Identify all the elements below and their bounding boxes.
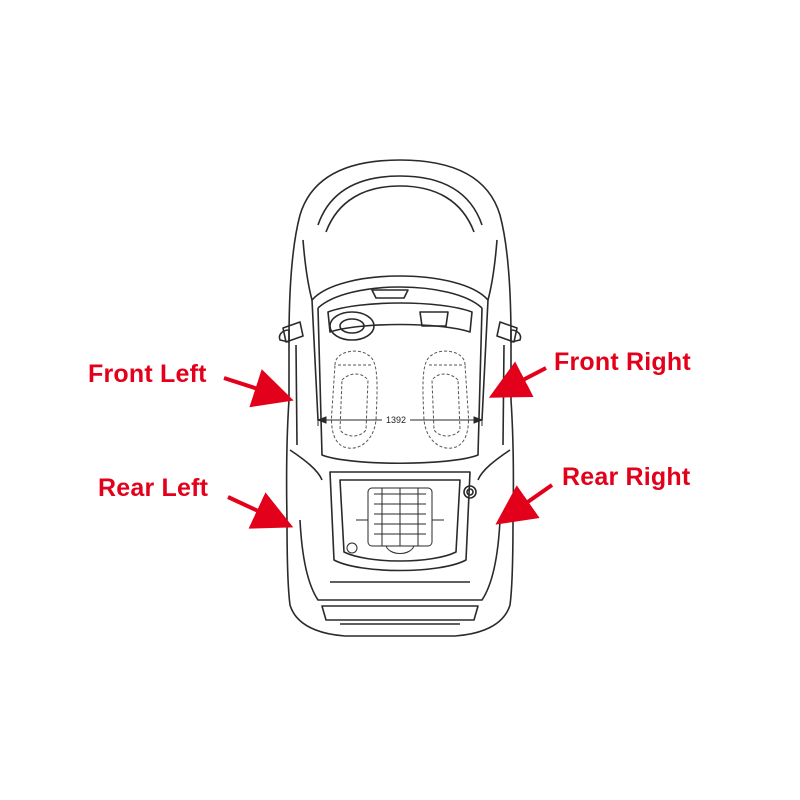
seats — [331, 350, 469, 449]
car-body — [278, 159, 522, 637]
arrow-front-left — [223, 369, 294, 408]
label-rear-left: Rear Left — [98, 474, 209, 502]
arrow-front-right — [488, 361, 547, 398]
engine — [346, 487, 444, 554]
arrows — [223, 361, 554, 529]
seat-left — [331, 350, 378, 449]
track-width-label: 1392 — [386, 415, 406, 425]
arrow-rear-right — [495, 483, 554, 525]
label-front-left: Front Left — [88, 360, 207, 388]
arrow-rear-left — [227, 492, 294, 529]
seat-right — [422, 350, 469, 449]
label-front-right: Front Right — [554, 348, 691, 376]
label-rear-right: Rear Right — [562, 463, 691, 491]
